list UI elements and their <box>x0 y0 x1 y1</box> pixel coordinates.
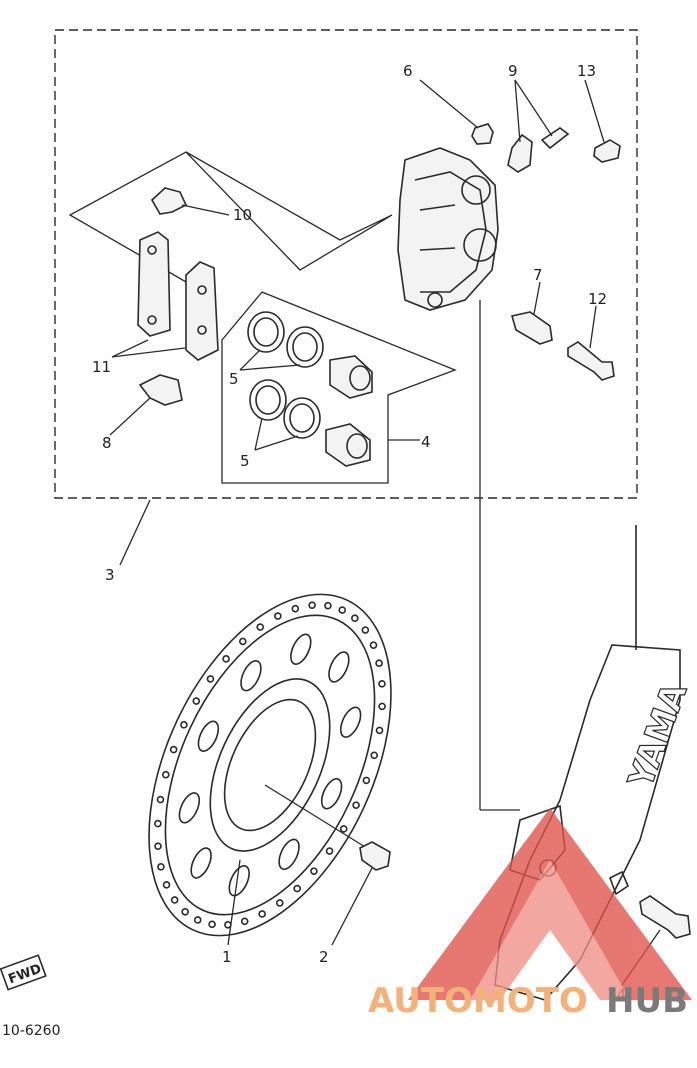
part-number-12: 12 <box>588 290 607 308</box>
disc-slot <box>278 838 300 870</box>
part-number-4: 4 <box>421 433 431 451</box>
disc-hole <box>239 637 247 646</box>
disc-hole <box>338 606 347 614</box>
part-number-5-b: 5 <box>240 452 250 470</box>
disc-hole <box>181 907 189 916</box>
disc-slot <box>290 633 312 665</box>
disc-hole <box>170 896 179 904</box>
part-number-5-a: 5 <box>229 370 239 388</box>
brake-disc <box>148 593 392 937</box>
disc-hole <box>308 601 316 609</box>
disc-hole <box>361 626 370 634</box>
part-number-11: 11 <box>92 358 111 376</box>
disc-hole <box>274 612 282 620</box>
part-number-1: 1 <box>222 948 232 966</box>
part-number-6: 6 <box>403 62 413 80</box>
plug <box>593 139 621 163</box>
disc-slot <box>320 778 343 810</box>
disc-hole <box>293 884 301 893</box>
disc-hole <box>324 601 332 610</box>
part-number-13: 13 <box>577 62 596 80</box>
disc-hole <box>375 659 383 668</box>
fork-bolt <box>639 895 691 939</box>
caliper-assembly-box <box>54 29 638 499</box>
disc-slot <box>197 720 220 752</box>
disc-hole <box>362 776 371 785</box>
disc-hole <box>375 726 384 735</box>
disc-hole <box>325 847 334 855</box>
part-number-3: 3 <box>105 566 115 584</box>
disc-hole <box>256 623 265 631</box>
figure-code: 10-6260 <box>2 1023 61 1039</box>
seal-kit-outline <box>221 291 457 484</box>
part-number-7: 7 <box>533 266 543 284</box>
disc-slot <box>190 847 212 879</box>
disc-bolt <box>359 841 391 871</box>
disc-hole <box>192 697 201 705</box>
pad-support <box>138 374 183 406</box>
part-number-8: 9 <box>508 62 518 80</box>
caliper-bolt <box>567 341 615 381</box>
disc-slot <box>339 706 362 738</box>
disc-hole <box>161 770 170 779</box>
disc-hole <box>162 881 171 889</box>
piston-seals <box>247 311 324 439</box>
disc-hole <box>352 801 360 809</box>
disc-slot <box>240 660 262 692</box>
disc-hole <box>206 675 215 683</box>
disc-hole <box>156 795 165 804</box>
disc-hole <box>208 920 216 929</box>
part-number-10: 10 <box>233 206 252 224</box>
part-number-2: 2 <box>319 948 329 966</box>
disc-hole <box>378 702 386 711</box>
disc-hole <box>378 680 386 688</box>
disc-hole <box>154 819 162 828</box>
brake-pad-right <box>185 261 219 361</box>
disc-hole <box>275 899 284 907</box>
pad-group-outline <box>68 151 393 291</box>
disc-hole <box>240 917 249 926</box>
bleed-screw-cap <box>471 123 494 145</box>
pad-spring <box>150 187 188 215</box>
disc-hole <box>291 604 300 613</box>
brake-caliper <box>397 147 499 311</box>
disc-hole <box>222 655 230 663</box>
disc-hole <box>180 721 188 729</box>
fork-lettering: YAMA <box>621 677 696 794</box>
disc-slot <box>228 865 250 897</box>
part-number-9: 8 <box>102 434 112 452</box>
disc-slot <box>328 651 350 683</box>
forward-direction-marker: FWD <box>0 954 47 991</box>
disc-hole <box>258 910 266 918</box>
disc-hole <box>193 916 202 924</box>
disc-hole <box>339 825 348 833</box>
disc-hole <box>157 862 165 871</box>
disc-hole <box>369 641 378 649</box>
disc-hole <box>310 867 318 875</box>
watermark-logo <box>408 808 692 1000</box>
disc-slot <box>178 792 201 824</box>
bleed-screw <box>507 127 570 173</box>
disc-hole <box>370 751 379 760</box>
watermark-brand-left: AUTOMOTO <box>368 981 588 1021</box>
pin <box>510 311 553 345</box>
watermark-brand-right: HUB <box>606 981 688 1021</box>
disc-hole <box>169 745 178 754</box>
disc-hole <box>154 842 162 850</box>
disc-hole <box>351 614 359 623</box>
pistons <box>325 355 373 467</box>
brake-pad-left <box>137 231 171 337</box>
